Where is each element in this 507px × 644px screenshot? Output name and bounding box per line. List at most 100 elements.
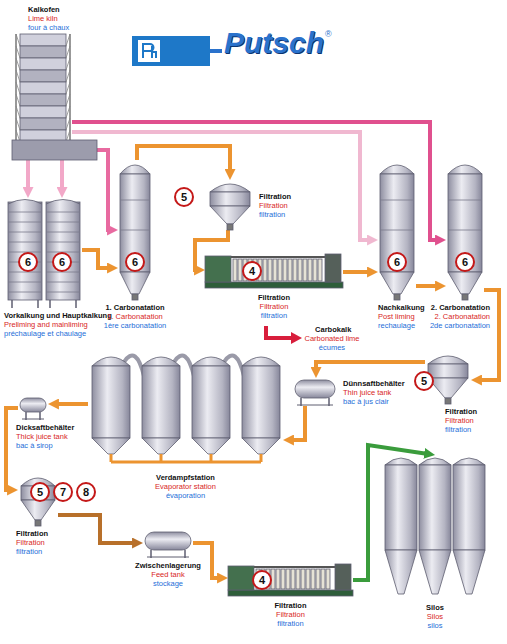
evaporator-cone: [142, 438, 180, 454]
caption-line: Vorkalkung und Hauptkalkung: [4, 311, 112, 320]
flow-pipe: [316, 362, 425, 371]
caption: FiltrationFiltrationfiltration: [274, 601, 306, 628]
arrow-head: [291, 332, 302, 344]
tank-band: [46, 242, 80, 243]
evaporator-dome: [142, 357, 180, 366]
silo-body: [385, 465, 417, 550]
lime-kiln: KalkofenLime kilnfour à chaux: [14, 34, 72, 160]
tank-outlet: [462, 294, 468, 300]
thick-juice-tank-drawing: [18, 396, 48, 420]
flow-line: [72, 132, 371, 240]
kiln-brace: [66, 34, 70, 46]
caption-line: Silos: [426, 603, 444, 612]
caption-line: filtration: [258, 311, 290, 320]
filter-outlet: [445, 398, 451, 404]
tank-roof: [46, 200, 80, 205]
caption-line: préchaulage et chaulage: [4, 329, 112, 338]
silo-body: [453, 465, 485, 550]
tank-band: [46, 292, 80, 293]
press-plate: [281, 569, 285, 589]
flow-line: [316, 362, 425, 371]
tank-leg: [49, 300, 51, 308]
silos: SilosSilossilos: [383, 455, 487, 600]
caption: ZwischenlagerungFeed tankstockage: [135, 561, 201, 588]
press-plate: [288, 259, 292, 281]
thick-juice-tank: DicksaftbehälterThick juice tankbac à si…: [18, 396, 48, 420]
kiln-ring: [20, 34, 66, 46]
filter-body: [428, 364, 468, 378]
callout-number: 6: [18, 252, 38, 272]
kiln-brace: [16, 58, 20, 70]
flow-line: [137, 146, 230, 173]
kiln-brace: [66, 46, 70, 58]
kiln-ring: [20, 82, 66, 94]
silo-cone: [453, 550, 485, 594]
tank-band: [46, 232, 80, 233]
caption-line: Filtration: [445, 407, 477, 416]
press-end: [335, 564, 351, 590]
tank-band: [46, 282, 80, 283]
caption-line: 2. Carbonatation: [430, 312, 490, 321]
caption: Vorkalkung und HauptkalkungPreliming and…: [4, 311, 112, 338]
liming-tanks: Vorkalkung und HauptkalkungPreliming and…: [6, 198, 82, 308]
caption-line: four à chaux: [28, 23, 69, 32]
thin-juice-tank: DünnsaftbehälterThin juice tankbac à jus…: [293, 378, 337, 406]
tank-cone: [448, 272, 482, 294]
kiln-brace: [66, 70, 70, 82]
product-label: écumes: [319, 343, 345, 352]
caption: FiltrationFiltrationfiltration: [16, 529, 48, 556]
tank-roof: [8, 200, 42, 205]
silo-roof: [419, 458, 451, 465]
caption-line: Feed tank: [135, 570, 201, 579]
evaporator-cone: [242, 438, 280, 454]
kiln-ring: [20, 118, 66, 130]
lime-kiln-drawing: [14, 34, 72, 160]
juice-pipe: [111, 461, 261, 464]
caption: 1. Carbonatation1. Carbonatation1ère car…: [104, 303, 167, 330]
caption-line: Silos: [426, 612, 444, 621]
kiln-brace: [16, 94, 20, 106]
callout-number: 5: [174, 187, 194, 207]
caption: FiltrationFiltrationfiltration: [445, 407, 477, 434]
caption: 2. Carbonatation2. Carbonatation2de carb…: [430, 303, 490, 330]
press-plate: [311, 569, 315, 589]
callout-number: 5: [414, 371, 434, 391]
flow-line: [416, 286, 439, 287]
caption-line: Filtration: [259, 192, 291, 201]
kiln-ring: [20, 58, 66, 70]
caption-line: Dünnsaftbehälter: [343, 379, 405, 388]
kiln-base: [12, 140, 97, 160]
callout-number: 6: [387, 252, 407, 272]
kiln-brace: [16, 118, 20, 130]
filter-press: FiltrationFiltrationfiltration: [228, 562, 353, 598]
press-plate: [296, 569, 300, 589]
liming-tank: [8, 202, 42, 300]
caption-line: Filtration: [16, 529, 48, 538]
evaporator-station: VerdampfstationEvaporator stationévapora…: [88, 352, 283, 470]
caption-line: Filtration: [258, 293, 290, 302]
brand-title: Putsch: [224, 26, 324, 60]
evaporator-dome: [242, 357, 280, 366]
tank-body: [380, 174, 414, 272]
press-plate: [318, 259, 322, 281]
press-bar: [254, 566, 335, 568]
caption-line: 1. Carbonatation: [104, 312, 167, 321]
callout-number: 8: [76, 482, 96, 502]
product-label: Carbonated lime: [304, 334, 359, 343]
caption-line: Filtration: [445, 416, 477, 425]
kiln-brace: [16, 70, 20, 82]
evaporator-cone: [192, 438, 230, 454]
press-head: [228, 566, 254, 590]
filter-vessel: FiltrationFiltrationfiltration: [207, 180, 253, 230]
caption-line: bac à jus clair: [343, 397, 405, 406]
caption-line: Lime kiln: [28, 14, 69, 23]
tank-outlet: [394, 294, 400, 300]
flow-pipe: [58, 515, 136, 543]
caption: DicksaftbehälterThick juice tankbac à si…: [16, 423, 74, 450]
carbonatation-tank-drawing: [446, 160, 484, 300]
tank-band: [46, 222, 80, 223]
caption-line: 2de carbonatation: [430, 321, 490, 330]
horizontal-tank: [145, 532, 191, 550]
silo-roof: [453, 458, 485, 465]
